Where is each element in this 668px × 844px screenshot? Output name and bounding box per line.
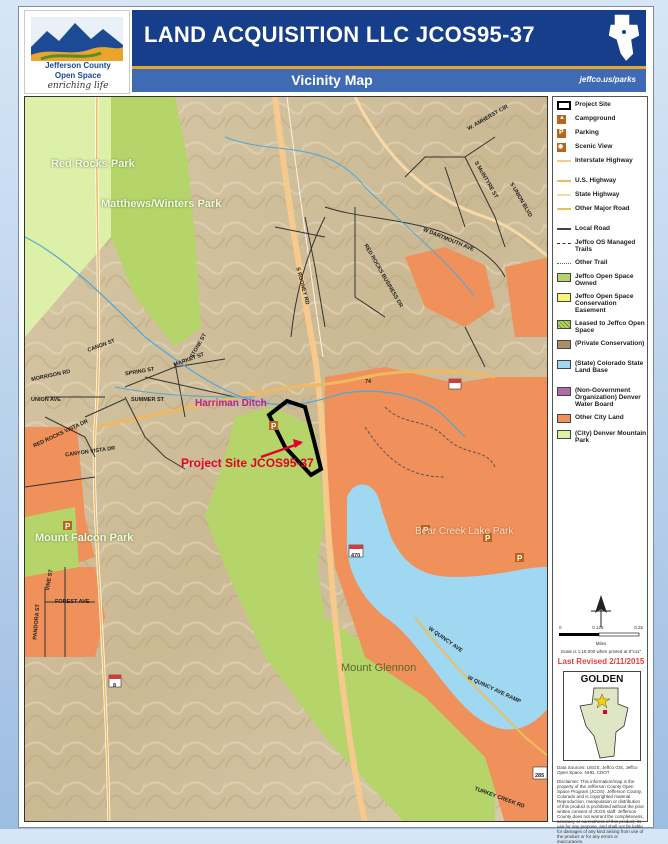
logo-tagline: enriching life	[47, 81, 109, 91]
legend-label: Other City Land	[575, 414, 624, 421]
road-label: FOREST AVE	[55, 599, 90, 605]
state-highway	[353, 97, 547, 258]
legend-swatch	[557, 208, 571, 210]
legend-swatch	[557, 101, 571, 110]
legend-label: Campground	[575, 115, 616, 122]
road-label: UNION AVE	[31, 397, 61, 403]
legend-swatch	[557, 273, 571, 282]
svg-text:P: P	[271, 422, 277, 431]
legend-label: Local Road	[575, 225, 611, 232]
legend-label: Parking	[575, 129, 599, 136]
legend-swatch	[557, 387, 571, 396]
legend-swatch	[557, 243, 571, 244]
svg-text:P: P	[65, 522, 71, 531]
last-revised: Last Revised 2/11/2015	[557, 657, 645, 666]
data-sources: Data Sources: USGS, Jeffco GIS, Jeffco O…	[557, 765, 638, 775]
subtitle-bar: Vicinity Map jeffco.us/parks	[132, 66, 646, 92]
legend-label: (State) Colorado State Land Base	[575, 360, 644, 374]
inset-label: GOLDEN	[580, 674, 624, 685]
trail	[384, 406, 496, 468]
highway-470-label: 470	[351, 553, 361, 559]
legend-label: Jeffco OS Managed Trails	[575, 239, 636, 253]
legend-label: Interstate Highway	[575, 157, 633, 164]
north-arrow-icon	[591, 595, 611, 627]
mountain-logo-icon	[31, 17, 123, 61]
project-site-arrow-icon	[260, 441, 302, 459]
legend-label: Jeffco Open Space Owned	[575, 273, 634, 287]
title-bar: LAND ACQUISITION LLC JCOS95-37	[132, 10, 646, 66]
inset-map: GOLDEN	[563, 671, 641, 761]
svg-text:P: P	[423, 526, 429, 535]
legend-swatch	[557, 263, 571, 264]
legend-swatch	[557, 340, 571, 349]
scale-bar	[559, 632, 640, 637]
road-label: SUMMER ST	[131, 397, 164, 403]
star-icon	[593, 693, 611, 709]
us-highway-74	[94, 369, 496, 429]
bear-creek-lake-park-label: Bear Creek Lake Park	[415, 526, 514, 537]
parking-markers: P P P P P	[63, 421, 524, 563]
vicinity-map[interactable]: P P P P P Red Rocks Park Matthews/Winter…	[24, 96, 548, 822]
legend-label: Other Major Road	[575, 205, 630, 212]
map-subtitle: Vicinity Map	[291, 72, 373, 88]
harriman-ditch-label: Harriman Ditch	[195, 398, 267, 409]
mount-glennon-open-space	[205, 407, 495, 821]
legend-swatch	[557, 414, 571, 423]
website-label: jeffco.us/parks	[579, 75, 636, 84]
legend-swatch	[557, 320, 571, 329]
legend-label: (Private Conservation)	[575, 340, 645, 347]
city-land-north	[405, 247, 495, 327]
scale-note: Scale is 1:18,000 when printed at 8"x11"	[560, 649, 642, 654]
project-site-polygon[interactable]	[266, 398, 324, 478]
logo-line2: Open Space	[54, 71, 102, 80]
legend-swatch	[557, 430, 571, 439]
page-title: LAND ACQUISITION LLC JCOS95-37	[144, 22, 535, 47]
highway-8-label: 8	[113, 683, 117, 689]
legend-swatch	[557, 360, 571, 369]
city-land-east	[505, 257, 547, 337]
bear-creek-reservoir	[346, 484, 547, 730]
bear-creek	[25, 236, 466, 438]
map-canvas: P P P P P	[25, 97, 547, 821]
scale-units: Miles	[595, 641, 607, 646]
road-label: 74	[365, 379, 372, 385]
mount-falcon-park-label: Mount Falcon Park	[35, 532, 134, 544]
legend-swatch: ▲	[557, 115, 566, 124]
disclaimer: Disclaimer: This information/map is the …	[557, 779, 645, 844]
legend-label: Leased to Jeffco Open Space	[575, 320, 645, 334]
legend-swatch	[557, 228, 571, 230]
c470-highway	[272, 97, 368, 821]
local-roads	[25, 136, 506, 657]
legend-swatch	[557, 194, 571, 196]
highway-shields	[108, 378, 547, 780]
county-outline-icon	[607, 13, 641, 64]
legend-label: (Non-Government Organization) Denver Wat…	[575, 387, 641, 408]
legend-label: Project Site	[575, 101, 611, 108]
mount-glennon-label: Mount Glennon	[341, 662, 417, 674]
legend-swatch: P	[557, 129, 566, 138]
inset-county-outline	[579, 687, 629, 759]
svg-text:P: P	[517, 554, 523, 563]
red-rocks-park-label: Red Rocks Park	[51, 158, 135, 170]
svg-text:P: P	[485, 534, 491, 543]
legend-label: Scenic View	[575, 143, 613, 150]
project-site-label: Project Site JCOS95-37	[181, 456, 314, 470]
matthews-winters-park-label: Matthews/Winters Park	[101, 198, 222, 210]
legend-swatch	[557, 160, 571, 162]
highway-285-label: 285	[535, 773, 545, 779]
jefferson-county-open-space-logo: Jefferson County Open Space enriching li…	[24, 10, 130, 94]
legend-label: Other Trail	[575, 259, 608, 266]
legend-label: U.S. Highway	[575, 177, 617, 184]
legend-label: State Highway	[575, 191, 620, 198]
legend-swatch: ◉	[557, 143, 566, 152]
logo-line1: Jefferson County	[45, 61, 111, 70]
red-rocks-park-area	[25, 97, 111, 337]
legend-label: (City) Denver Mountain Park	[575, 430, 647, 444]
legend-label: Jeffco Open Space Conservation Easement	[575, 293, 634, 314]
legend-swatch	[557, 180, 571, 182]
legend-swatch	[557, 293, 571, 302]
matthews-winters-park-area	[111, 97, 201, 347]
